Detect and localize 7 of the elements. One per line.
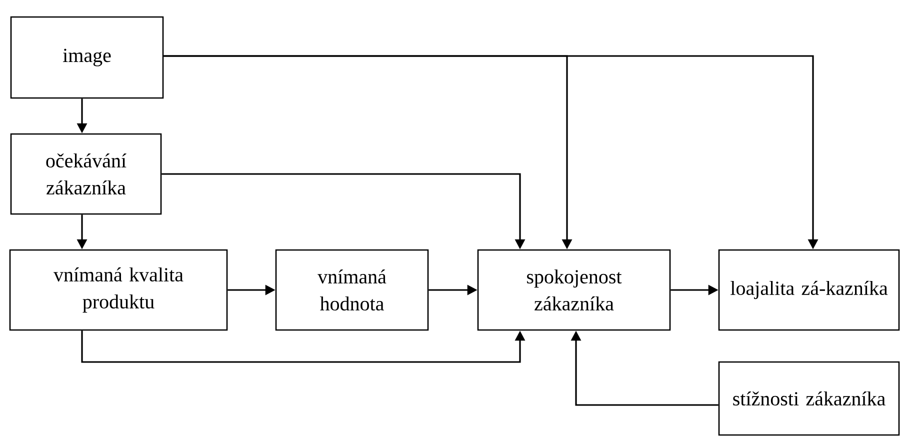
process-box: stížnosti zákazníka [718, 361, 900, 436]
process-box: očekávání zákazníka [10, 133, 162, 215]
process-box: image [10, 16, 164, 99]
process-box: spokojenost zákazníka [477, 249, 671, 331]
process-box: vnímaná hodnota [275, 249, 429, 331]
process-box: vnímaná kvalita produktu [9, 249, 228, 331]
process-box: loajalita zá-kazníka [718, 249, 900, 331]
